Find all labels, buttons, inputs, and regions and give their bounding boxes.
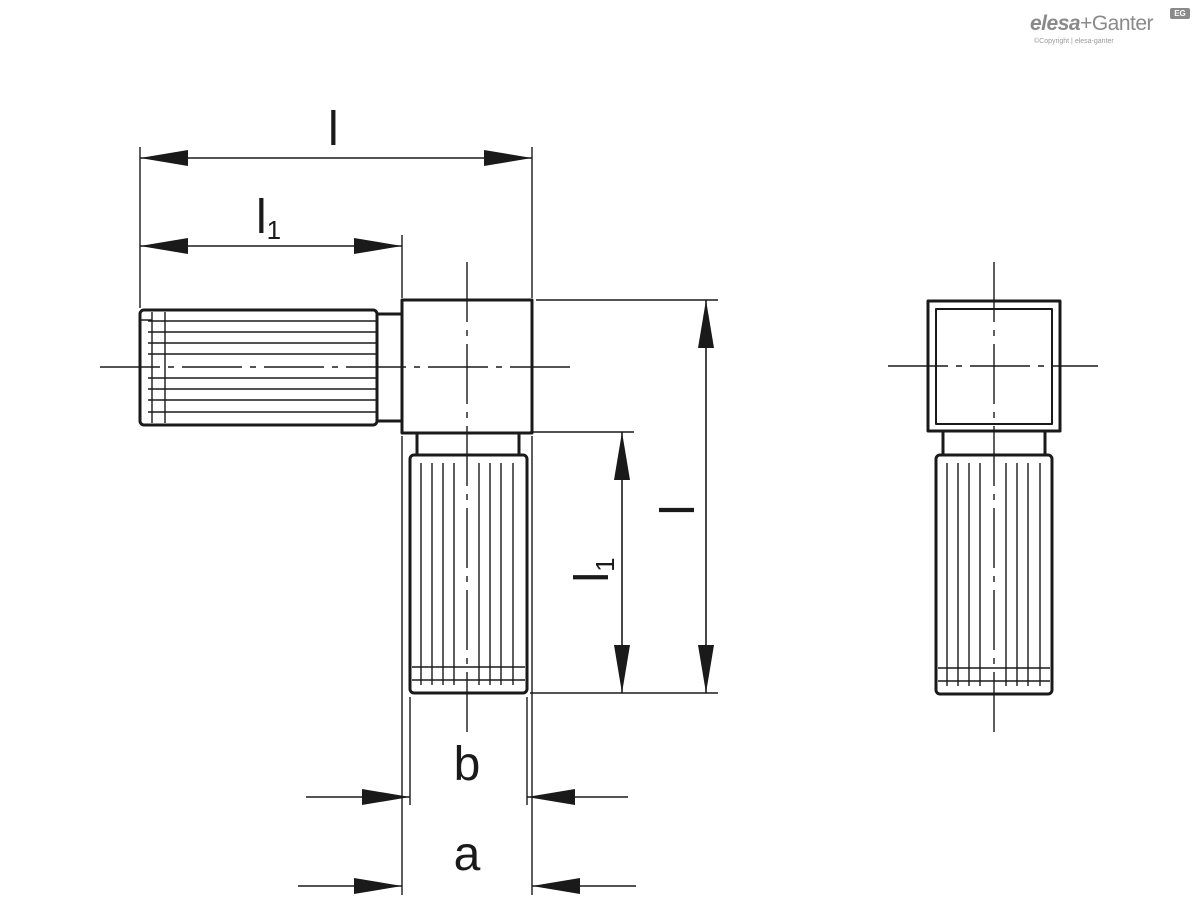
dim-label-l1-vertical: l1	[566, 557, 620, 582]
dim-label-a: a	[454, 828, 481, 881]
dim-label-b: b	[454, 738, 481, 791]
vertical-knurl-lines	[412, 463, 525, 685]
dim-label-l1-vertical-main: l	[566, 572, 619, 583]
dim-label-l1-horizontal-main: l	[256, 191, 267, 244]
dim-label-l1-vertical-sub: 1	[590, 557, 620, 571]
dim-label-l-horizontal: l	[328, 103, 339, 156]
dim-label-l1-horizontal: l1	[256, 191, 281, 245]
vertical-arm-neck	[415, 431, 521, 457]
horizontal-arm-grip	[138, 308, 379, 427]
horizontal-knurl-lines	[140, 312, 377, 423]
elesa-ganter-logo: elesa+Ganter EG ©Copyright | elesa-gante…	[1030, 8, 1195, 48]
extension-lines	[139, 147, 718, 895]
logo-brand-elesa: elesa	[1030, 12, 1081, 35]
dim-label-l1-horizontal-sub: 1	[267, 215, 281, 245]
logo-wordmark: elesa+Ganter	[1030, 12, 1154, 36]
logo-copyright: ©Copyright | elesa-ganter	[1034, 38, 1114, 45]
logo-brand-plus: +	[1080, 12, 1092, 35]
vertical-arm-grip	[408, 453, 529, 695]
side-knurl-lines	[938, 463, 1050, 686]
dim-label-l-vertical: l	[652, 505, 705, 516]
logo-badge: EG	[1170, 8, 1190, 19]
logo-brand-ganter: Ganter	[1091, 12, 1154, 35]
